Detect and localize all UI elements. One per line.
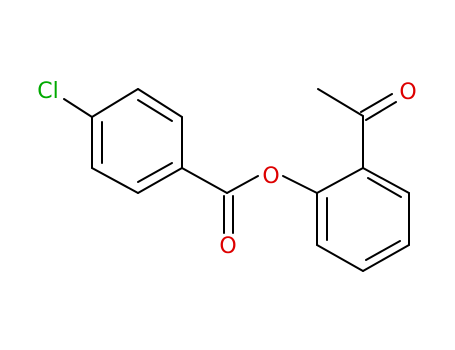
bond-ring2-2 — [362, 167, 410, 194]
bond-ring1-1 — [91, 88, 139, 118]
bond-cl-c — [63, 98, 93, 118]
chlorine-atom-label: Cl — [37, 79, 58, 104]
bond-ring1-4 — [137, 167, 183, 194]
bond-ring1-carbonyl — [181, 167, 228, 194]
bond-ketone-co-1 — [360, 93, 393, 113]
atom-labels: Cl O O O — [37, 79, 416, 259]
bond-ring2-double-b — [367, 177, 402, 198]
ester-oxygen-label: O — [262, 164, 279, 189]
bond-ring1-double-a — [137, 99, 173, 122]
bond-ketone-co-2 — [365, 101, 397, 121]
bond-ring1-double-b — [137, 162, 173, 183]
bond-ring1-2 — [137, 88, 183, 118]
bond-ring2-1 — [316, 167, 364, 194]
bond-oxygen-ring2 — [282, 175, 318, 194]
bond-ring1-5 — [91, 167, 139, 194]
bond-ring2-4 — [362, 244, 410, 272]
bond-ring2-5 — [316, 244, 364, 272]
bond-carbonyl-oxygen — [226, 175, 259, 194]
bond-lines — [63, 88, 410, 272]
bond-ring2-double-c — [365, 240, 401, 261]
ester-carbonyl-oxygen-label: O — [219, 234, 236, 259]
ketone-oxygen-label: O — [399, 80, 416, 105]
bond-acetyl-methyl — [317, 88, 364, 117]
